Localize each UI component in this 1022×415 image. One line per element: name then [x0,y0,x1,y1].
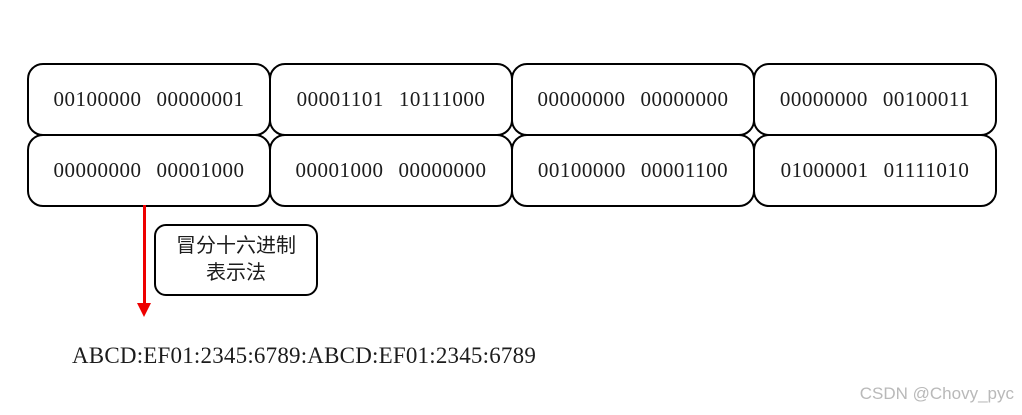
octet-low: 01111010 [883,158,970,182]
octet-low: 00100011 [882,87,971,111]
colon-hex-result-text: ABCD:EF01:2345:6789:ABCD:EF01:2345:6789 [72,343,537,368]
binary-box: 00000000 00000000 [511,63,755,136]
label-line-1: 冒分十六进制 [176,235,296,257]
octet-high: 00100000 [537,158,626,182]
down-arrow-head-icon [137,303,151,317]
binary-box: 00100000 00001100 [511,134,755,207]
octet-high: 00001000 [295,158,384,182]
label-line-2: 表示法 [206,262,266,284]
octet-low: 00001000 [156,158,245,182]
binary-row-1: 00100000 00000001 00001101 10111000 0000… [27,63,997,136]
binary-box: 00000000 00100011 [753,63,997,136]
binary-row-2: 00000000 00001000 00001000 00000000 0010… [27,134,997,207]
binary-box: 00100000 00000001 [27,63,271,136]
octet-high: 00000000 [53,158,142,182]
octet-low: 00000000 [398,158,487,182]
octet-high: 00000000 [779,87,868,111]
binary-box: 00001101 10111000 [269,63,513,136]
octet-low: 00000000 [640,87,729,111]
octet-high: 00000000 [537,87,626,111]
octet-high: 00001101 [296,87,384,111]
octet-low: 00001100 [640,158,729,182]
binary-grid: 00100000 00000001 00001101 10111000 0000… [27,63,997,207]
binary-box: 00001000 00000000 [269,134,513,207]
octet-low: 00000001 [156,87,245,111]
colon-hex-label-box: 冒分十六进制 表示法 [154,224,318,296]
binary-box: 00000000 00001000 [27,134,271,207]
down-arrow-line [143,205,146,304]
octet-low: 10111000 [398,87,486,111]
octet-high: 01000001 [780,158,869,182]
csdn-watermark: CSDN @Chovy_pyc [859,384,1014,403]
octet-high: 00100000 [53,87,142,111]
binary-box: 01000001 01111010 [753,134,997,207]
